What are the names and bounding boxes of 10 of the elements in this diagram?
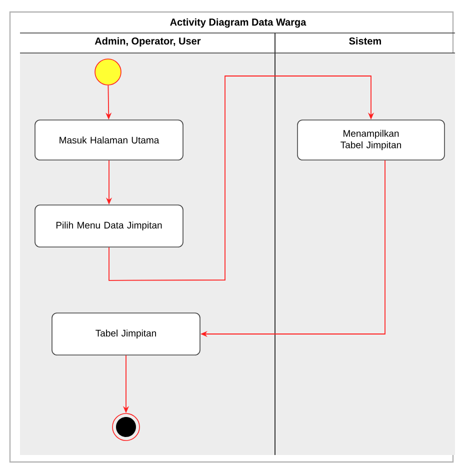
arrow	[108, 76, 374, 281]
activity-box: Pilih Menu Data Jimpitan	[34, 204, 184, 248]
diagram-title: Activity Diagram Data Warga	[170, 18, 306, 28]
activity-box: Menampilkan Tabel Jimpitan	[297, 120, 445, 160]
node-label: Sistem	[349, 37, 381, 45]
activity-box: Masuk Halaman Utama	[34, 120, 184, 160]
end-node	[112, 413, 140, 441]
node-label: Admin, Operator, User	[94, 37, 201, 47]
activity-box: Tabel Jimpitan	[52, 312, 200, 356]
start-node	[94, 58, 122, 86]
